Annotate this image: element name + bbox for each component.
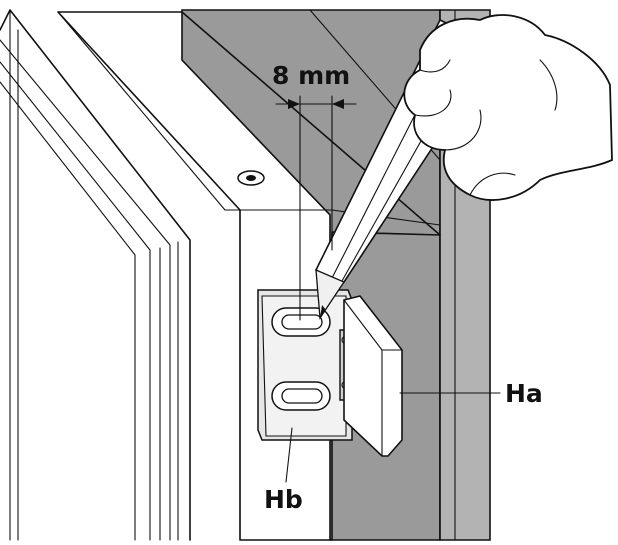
label-hb: Hb	[264, 485, 303, 514]
label-hb-group: Hb	[264, 427, 303, 514]
screw-hole	[237, 170, 265, 186]
hand	[403, 14, 613, 201]
door-frame-left	[0, 9, 191, 541]
label-ha: Ha	[505, 379, 543, 408]
hinge-ha	[339, 295, 403, 457]
label-ha-group: Ha	[399, 379, 543, 408]
dimension-label: 8 mm	[272, 61, 350, 90]
hinge-plate-hb	[257, 289, 353, 441]
dimension-8mm: 8 mm	[272, 61, 357, 321]
